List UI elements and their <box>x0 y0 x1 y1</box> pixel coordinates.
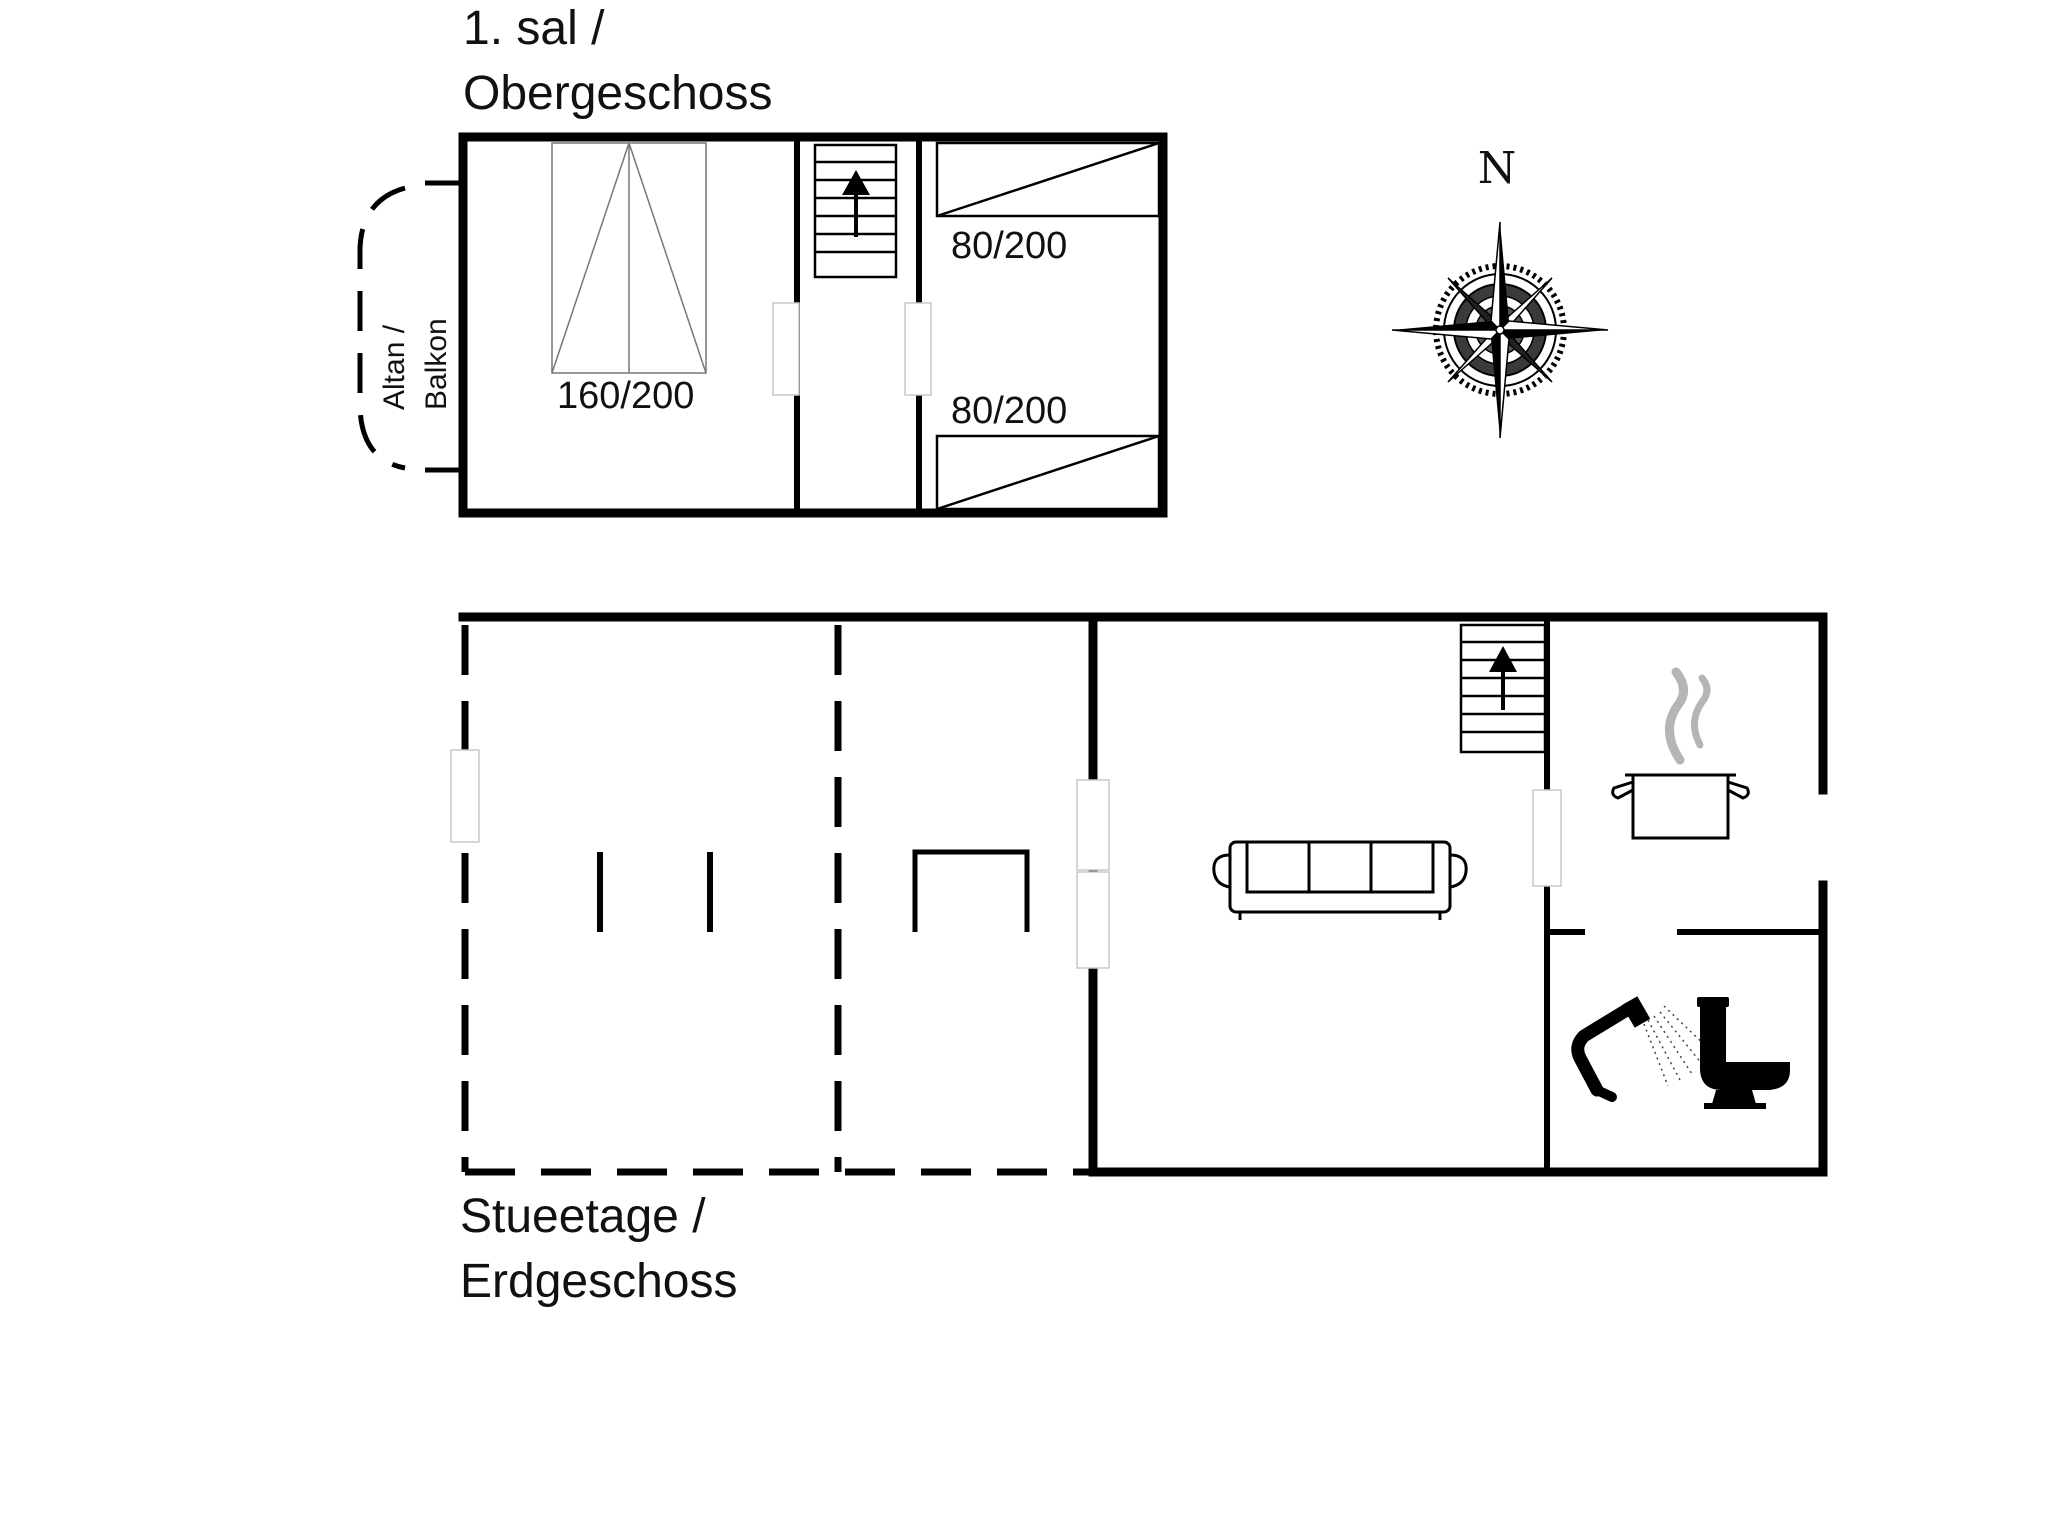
shower-icon <box>1571 996 1711 1102</box>
balcony-label-line1: Altan / <box>378 324 411 410</box>
upper-floor-title-line1: 1. sal / <box>463 2 605 55</box>
door-opening <box>772 302 800 396</box>
stairs-up-icon <box>813 143 898 279</box>
upper-floor-title-line2: Obergeschoss <box>463 67 773 120</box>
bed-double-size: 160/200 <box>557 375 694 417</box>
ground-floor-title-line1: Stueetage / <box>460 1190 706 1243</box>
cooking-pot-icon <box>1611 667 1750 840</box>
stairs-up-icon <box>1459 623 1547 754</box>
compass-rose-icon <box>1391 221 1609 439</box>
sofa-icon <box>1212 840 1468 920</box>
balcony <box>357 180 463 473</box>
bed-single-top-size: 80/200 <box>951 225 1067 267</box>
door-opening <box>1076 779 1110 871</box>
ground-floor-title-line2: Erdgeschoss <box>460 1255 737 1308</box>
door-opening <box>450 749 480 843</box>
compass-north-label: N <box>1478 143 1517 194</box>
double-bed <box>551 142 707 374</box>
single-bed-bottom <box>935 434 1161 511</box>
ground-floor-plan <box>450 612 1828 1177</box>
single-bed-top <box>935 141 1161 218</box>
balcony-label-line2: Balkon <box>420 318 453 410</box>
toilet-icon <box>1697 997 1790 1109</box>
upper-floor-plan: 160/200 80/200 80/200 <box>357 132 1168 518</box>
door-opening <box>1076 871 1110 969</box>
door-opening <box>1532 789 1562 887</box>
door-opening <box>904 302 932 396</box>
bed-single-bottom-size: 80/200 <box>951 390 1067 432</box>
